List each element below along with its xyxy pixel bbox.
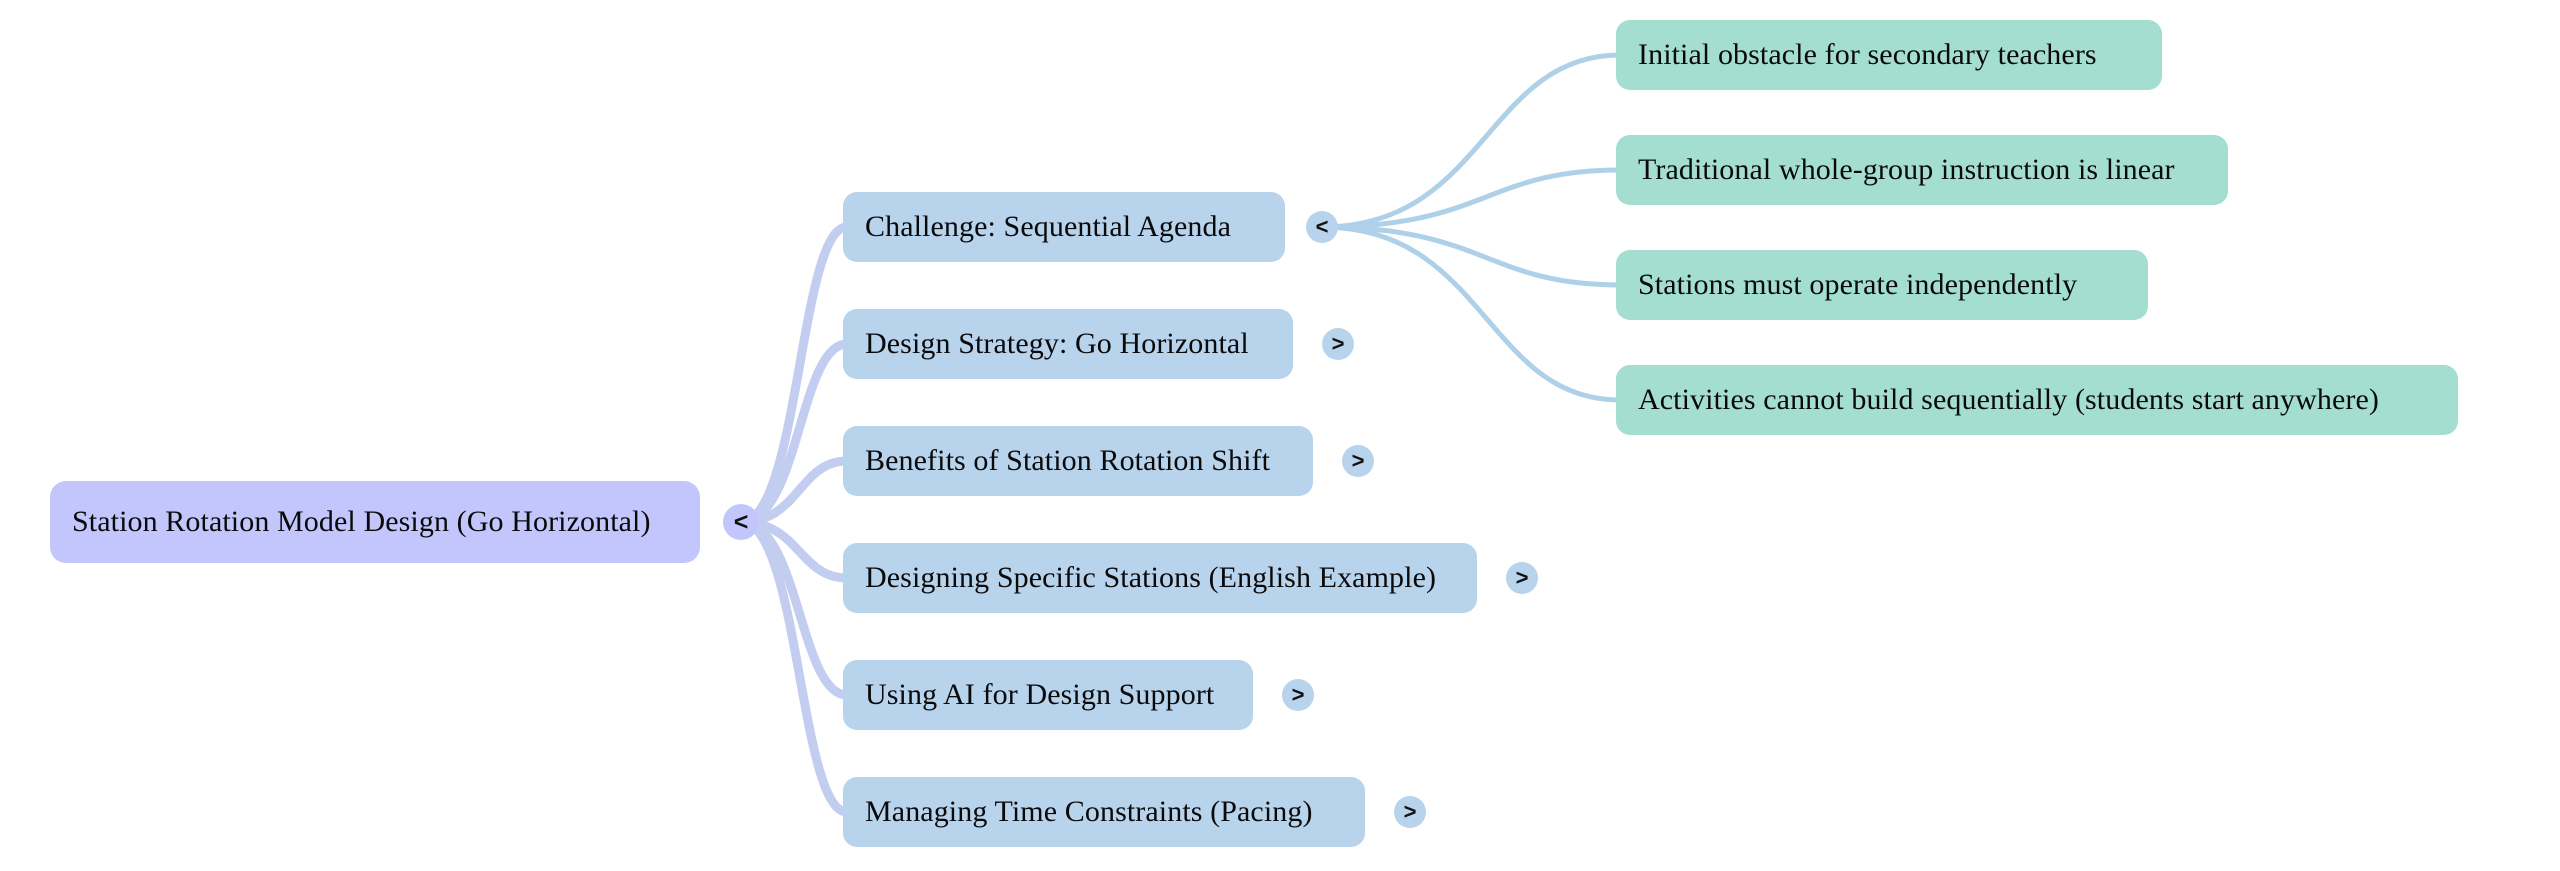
mindmap-node-level1-4[interactable]: Using AI for Design Support [843,660,1253,730]
mindmap-edge [1319,224,1623,288]
mindmap-edge [1319,52,1623,230]
mindmap-node-level1-label-1: Design Strategy: Go Horizontal [865,327,1249,360]
level1-collapse-toggle-icon-4[interactable]: > [1282,679,1314,711]
mindmap-edge [1319,167,1623,230]
toggle-glyph: > [1291,682,1305,707]
mindmap-node-level1-label-4: Using AI for Design Support [865,678,1215,711]
mindmap-node-level1-label-2: Benefits of Station Rotation Shift [865,444,1271,477]
level1-collapse-toggle-icon-0[interactable]: < [1306,211,1338,243]
mindmap-node-level1-label-0: Challenge: Sequential Agenda [865,210,1232,243]
level1-collapse-toggle-icon-3[interactable]: > [1506,562,1538,594]
toggle-glyph: > [1351,448,1365,473]
mindmap-node-level2-label-0-0: Initial obstacle for secondary teachers [1638,38,2097,71]
mindmap-node-level2-label-0-2: Stations must operate independently [1638,268,2078,301]
mindmap-node-level2-0-3[interactable]: Activities cannot build sequentially (st… [1616,365,2458,435]
mindmap-node-level2-label-0-1: Traditional whole-group instruction is l… [1638,153,2175,186]
root-toggle-glyph: < [733,507,749,536]
mindmap-node-level1-2[interactable]: Benefits of Station Rotation Shift [843,426,1313,496]
mindmap-node-level1-label-5: Managing Time Constraints (Pacing) [865,795,1313,828]
mindmap-root-label: Station Rotation Model Design (Go Horizo… [72,505,651,538]
mindmap-edge [1319,224,1623,403]
mindmap-edge [736,517,852,700]
root-collapse-toggle-icon[interactable]: < [723,504,759,540]
level1-collapse-toggle-icon-5[interactable]: > [1394,796,1426,828]
mindmap-node-level2-0-2[interactable]: Stations must operate independently [1616,250,2148,320]
mindmap-edge [736,339,852,527]
mindmap-edge [736,222,852,527]
mindmap-node-level1-1[interactable]: Design Strategy: Go Horizontal [843,309,1293,379]
mindmap-node-level1-5[interactable]: Managing Time Constraints (Pacing) [843,777,1365,847]
mindmap-node-level2-0-1[interactable]: Traditional whole-group instruction is l… [1616,135,2228,205]
mindmap-node-level1-3[interactable]: Designing Specific Stations (English Exa… [843,543,1477,613]
mindmap-node-level2-0-0[interactable]: Initial obstacle for secondary teachers [1616,20,2162,90]
mindmap-node-level2-label-0-3: Activities cannot build sequentially (st… [1638,383,2380,416]
toggle-glyph: < [1315,214,1329,239]
level1-collapse-toggle-icon-1[interactable]: > [1322,328,1354,360]
toggle-glyph: > [1403,799,1417,824]
mindmap-node-level1-label-3: Designing Specific Stations (English Exa… [865,561,1437,594]
toggle-glyph: > [1515,565,1529,590]
mindmap-root-node[interactable]: Station Rotation Model Design (Go Horizo… [50,481,700,563]
mindmap-edge [736,517,852,817]
level1-collapse-toggle-icon-2[interactable]: > [1342,445,1374,477]
mindmap-node-level1-0[interactable]: Challenge: Sequential Agenda [843,192,1285,262]
toggle-glyph: > [1331,331,1345,356]
